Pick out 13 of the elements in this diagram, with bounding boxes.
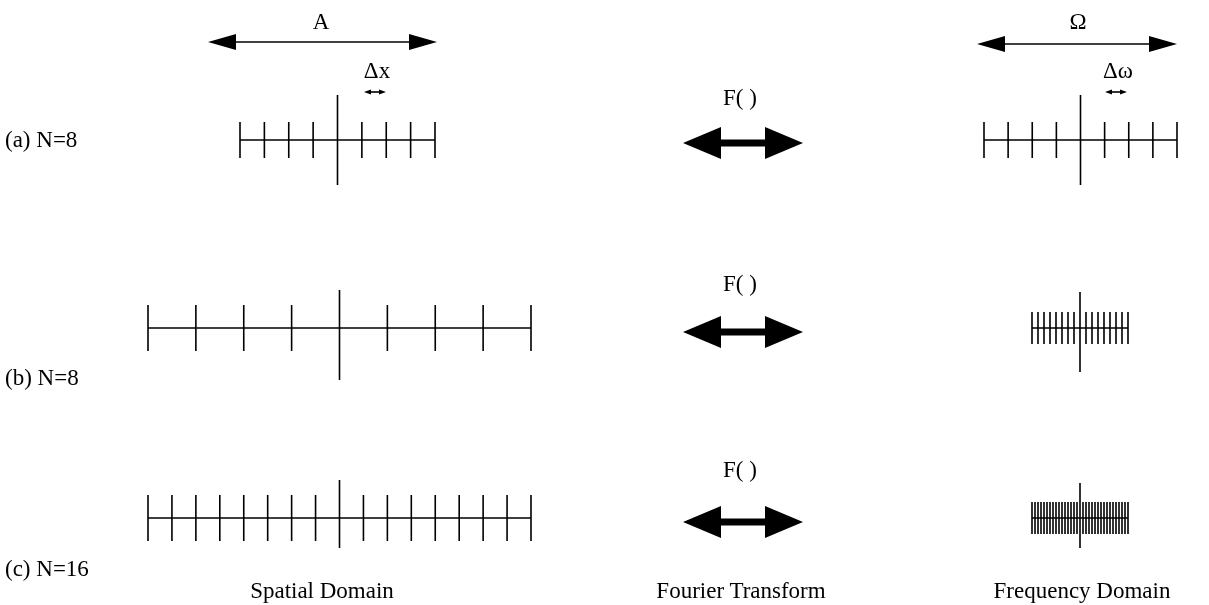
dimension-label: A: [312, 10, 330, 33]
transform-label: F( ): [723, 86, 757, 109]
column-label: Frequency Domain: [993, 579, 1171, 602]
row-label: (c) N=16: [5, 557, 89, 580]
transform-label: F( ): [723, 272, 757, 295]
row-label: (b) N=8: [5, 366, 79, 389]
dimension-label: Ω: [1069, 10, 1087, 33]
row-label: (a) N=8: [5, 128, 78, 151]
dimension-label: Δx: [363, 59, 391, 82]
column-label: Spatial Domain: [250, 579, 394, 602]
dimension-label: Δω: [1103, 59, 1133, 82]
column-label: Fourier Transform: [656, 579, 826, 602]
transform-label: F( ): [723, 458, 757, 481]
